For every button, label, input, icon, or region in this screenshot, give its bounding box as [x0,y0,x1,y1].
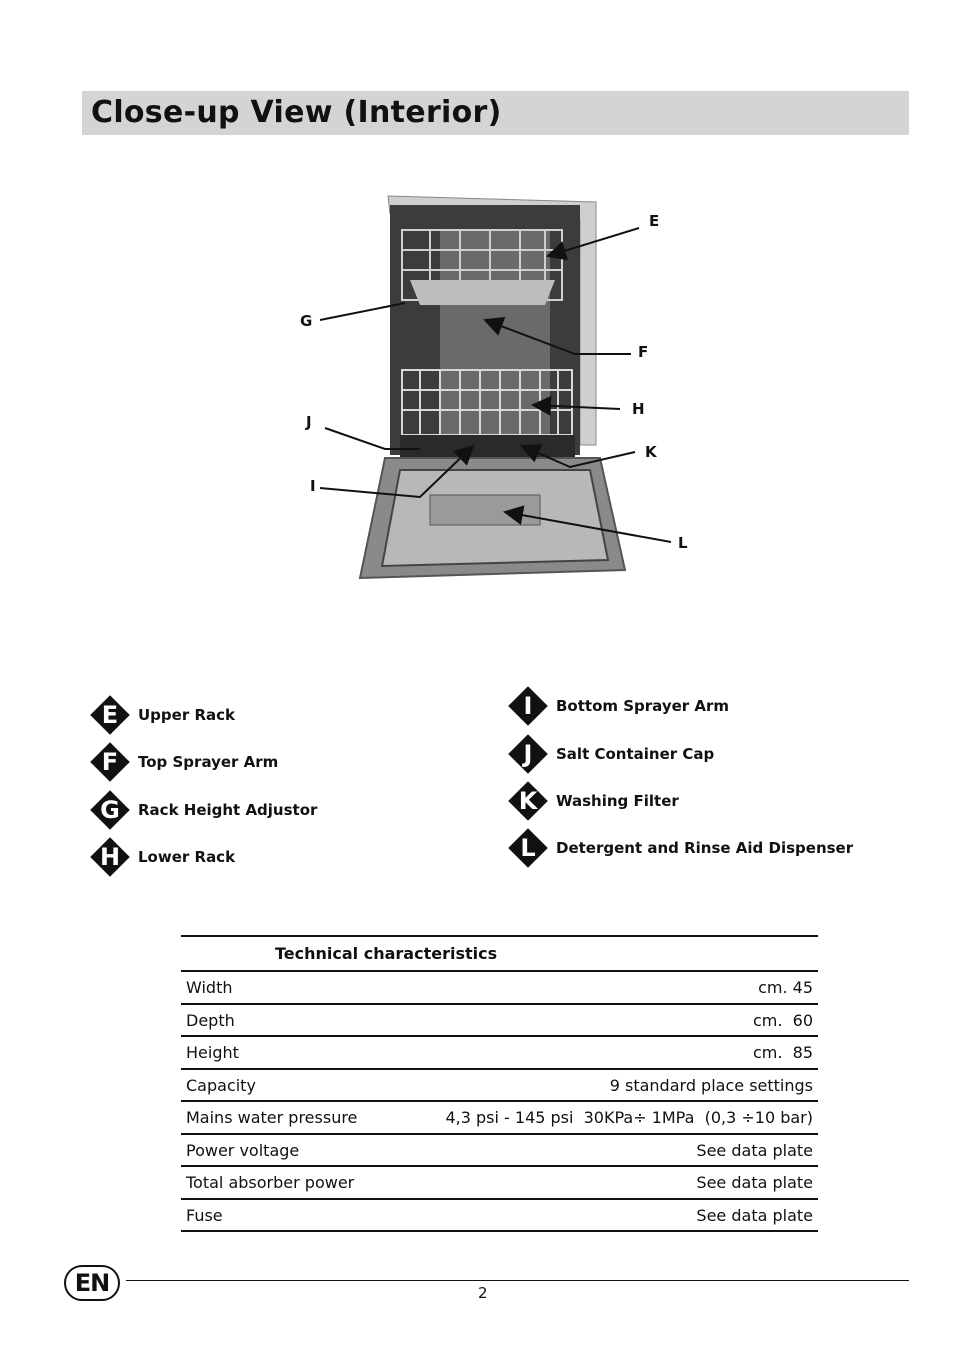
footer-divider [126,1280,909,1281]
callout-f: F [638,343,649,361]
row-value: cm. 45 [758,978,813,997]
row-label: Fuse [186,1205,223,1225]
language-badge: EN [64,1265,120,1301]
legend-label: Top Sprayer Arm [138,753,279,771]
legend-item-e: E Upper Rack [90,695,235,735]
table-row: Fuse See data plate [181,1200,818,1232]
title-bar: Close-up View (Interior) [82,91,909,135]
table-row: Capacity 9 standard place settings [181,1070,818,1102]
legend-item-i: I Bottom Sprayer Arm [508,686,729,726]
row-label: Width [186,978,233,997]
letter-i-badge-icon: I [508,686,548,726]
legend-item-f: F Top Sprayer Arm [90,742,278,782]
row-value: 4,3 psi - 145 psi 30KPa÷ 1MPa (0,3 ÷10 b… [445,1108,813,1127]
table-row: Power voltage See data plate [181,1135,818,1167]
tech-table-header: Technical characteristics [181,937,818,972]
row-value: cm. 85 [753,1043,813,1062]
row-label: Mains water pressure [186,1108,358,1127]
row-label: Power voltage [186,1140,300,1160]
row-label: Total absorber power [186,1173,355,1192]
legend-item-j: J Salt Container Cap [508,734,714,774]
letter-l-badge-icon: L [508,828,548,868]
row-value: See data plate [696,1140,813,1160]
callout-k: K [645,443,657,461]
callout-l: L [678,534,688,552]
row-label: Height [186,1043,239,1062]
table-row: Mains water pressure 4,3 psi - 145 psi 3… [181,1102,818,1135]
legend-label: Bottom Sprayer Arm [556,697,730,715]
letter-g-badge-icon: G [90,790,130,830]
legend-item-h: H Lower Rack [90,837,235,877]
page-title: Close-up View (Interior) [91,95,502,130]
letter-h-badge-icon: H [90,837,130,877]
legend-label: Salt Container Cap [556,745,715,763]
row-value: cm. 60 [753,1010,813,1030]
tech-table: Technical characteristics Width cm. 45 D… [181,935,818,1232]
legend-label: Lower Rack [138,848,236,866]
row-value: See data plate [696,1205,813,1225]
dishwasher-illustration [319,195,672,580]
page-number: 2 [478,1284,488,1302]
legend-item-g: G Rack Height Adjustor [90,790,317,830]
letter-k-badge-icon: K [508,781,548,821]
row-label: Depth [186,1010,235,1030]
letter-f-badge-icon: F [90,742,130,782]
table-row: Total absorber power See data plate [181,1167,818,1200]
callout-e: E [649,212,660,230]
table-row: Depth cm. 60 [181,1005,818,1037]
tech-table-heading: Technical characteristics [275,944,498,963]
table-row: Height cm. 85 [181,1037,818,1070]
legend-item-l: L Detergent and Rinse Aid Dispenser [508,828,853,868]
legend-label: Upper Rack [138,706,235,724]
legend-label: Detergent and Rinse Aid Dispenser [556,839,854,857]
callout-g: G [300,312,313,330]
row-value: See data plate [696,1173,813,1192]
row-label: Capacity [186,1075,256,1095]
legend-label: Washing Filter [556,792,679,810]
table-row: Width cm. 45 [181,972,818,1005]
letter-e-badge-icon: E [90,695,130,735]
row-value: 9 standard place settings [609,1075,813,1095]
letter-j-badge-icon: J [508,734,548,774]
callout-i: I [310,477,316,495]
legend-item-k: K Washing Filter [508,781,679,821]
callout-j: J [306,413,312,431]
callout-h: H [632,400,645,418]
legend-label: Rack Height Adjustor [138,801,318,819]
